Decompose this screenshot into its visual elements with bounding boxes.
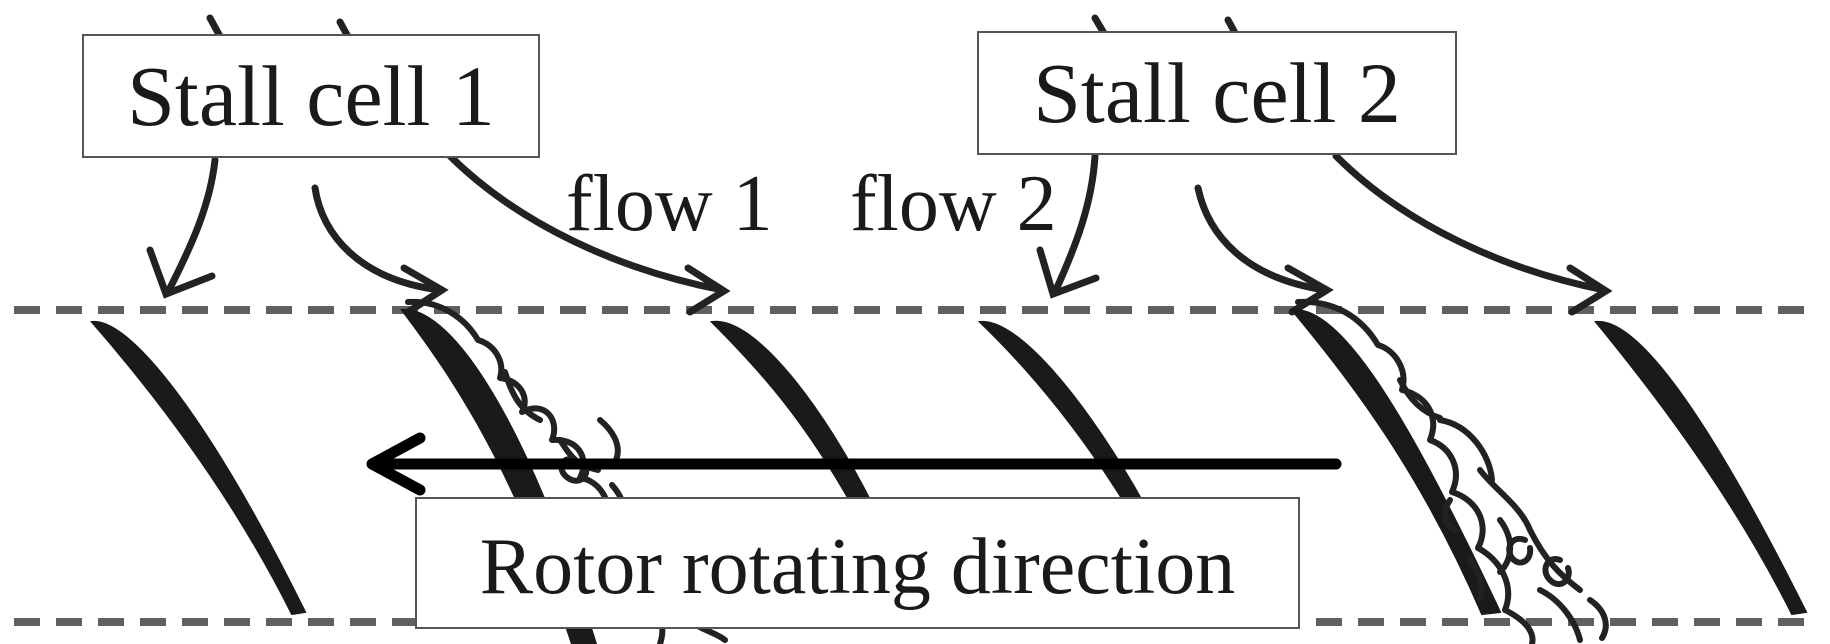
blade-6 [1594, 320, 1808, 616]
blade-5 [1290, 308, 1502, 616]
leader-arrow-cell1-1-head [146, 246, 216, 299]
leader-arrow-cell1-3 [446, 152, 726, 294]
flow-2-label: flow 2 [850, 160, 1057, 248]
blade-4 [977, 320, 1147, 510]
leader-arrow-cell2-3-head [1566, 264, 1613, 316]
rotor-direction-arrow [366, 432, 1342, 496]
leader-arrow-cell1-3-head [684, 264, 731, 316]
stall-cell-2-label-box: Stall cell 2 [977, 31, 1457, 155]
leader-arrow-cell1-2 [311, 184, 444, 294]
leader-arrow-cell1-1 [164, 156, 219, 296]
leader-arrow-cell2-1 [1051, 152, 1099, 296]
rotor-arrowhead [366, 432, 426, 496]
flow-1-label: flow 1 [566, 160, 773, 248]
leader-arrow-cell2-3 [1332, 152, 1608, 294]
leader-arrow-cell2-1-head [1036, 246, 1100, 299]
rotor-direction-label-box: Rotor rotating direction [415, 497, 1300, 629]
blade-1 [89, 320, 307, 616]
stall-cell-1-label-box: Stall cell 1 [82, 34, 540, 158]
stall-cell-2-label: Stall cell 2 [1033, 45, 1401, 141]
rotor-direction-label: Rotor rotating direction [479, 522, 1236, 611]
blade-3 [709, 320, 875, 512]
leader-arrow-cell2-2 [1194, 184, 1329, 294]
stall-cell-2-outline [1295, 298, 1609, 644]
stall-cell-1-label: Stall cell 1 [127, 48, 495, 144]
